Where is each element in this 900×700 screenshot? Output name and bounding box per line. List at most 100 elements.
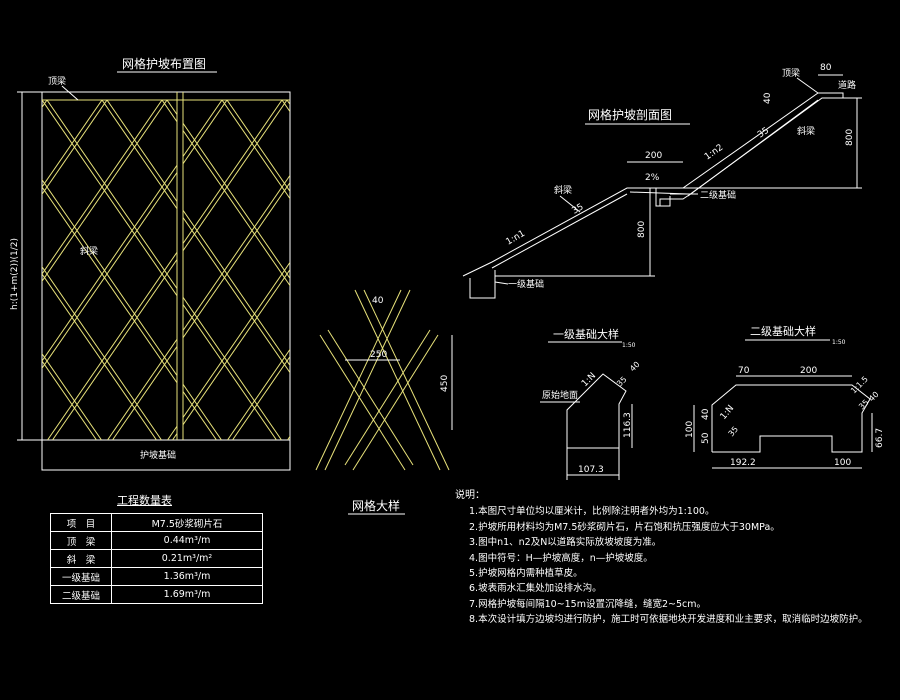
lattice-beam [647,100,881,440]
section-dim-40: 40 [763,92,773,104]
note-line: 4.图中符号：H—护坡高度，n—护坡坡度。 [469,552,653,564]
base2-dim-100-left: 100 [685,421,695,438]
table-cell-value: 1.36m³/m [111,567,263,586]
section-upper-slope-inner [687,99,819,197]
section-title: 网格护坡剖面图 [588,107,672,122]
lattice-beam [587,100,821,440]
layout-plan-title: 网格护坡布置图 [122,56,206,71]
table-cell-value: 1.69m³/m [111,585,263,604]
grid-beam-2a [324,289,411,471]
lattice-beam [42,100,48,109]
section-second-base [655,188,671,207]
lattice-beam [42,100,103,188]
lattice-beam [473,100,707,440]
section-leader-first-base [494,281,509,285]
base2-detail: 二级基础大样 1:50 70 200 1:N 35 100 40 50 1:1.… [685,324,885,469]
lattice-beam [882,100,900,440]
table-cell-item: 一级基础 [50,567,112,586]
lattice-beam [293,100,527,440]
lattice-beam [342,100,576,440]
grid-beam-3b [327,329,414,466]
lattice-beam [183,383,222,440]
notes-heading: 说明： [455,490,485,501]
lattice-beam [183,216,290,374]
grid-detail: 250 40 450 网格大样 [315,289,453,515]
lattice-beam [42,273,157,440]
lattice-beam [767,100,900,440]
grid-beam-2b [315,289,402,471]
lattice-beam [827,100,900,440]
note-line: 7.网格护坡每间隔10~15m设置沉降缝，缝宽2~5cm。 [469,598,706,610]
base2-slope-2: 1:1.5 [849,375,870,396]
lattice-beam [183,100,283,245]
section-label-second-base: 二级基础 [700,189,736,201]
lattice-beam [353,100,587,440]
table-header-row: 项 目 M7.5砂浆砌片石 [50,513,263,532]
section-label-inclined-2: 斜梁 [797,125,815,137]
lattice-beam [183,100,288,252]
lattice-beam [468,100,702,440]
grid-beam-1a [354,289,441,471]
lattice-beam [281,100,290,113]
section-drawing: 网格护坡剖面图 80 道路 顶梁 40 800 斜梁 1:n2 35 200 2… [462,63,862,299]
lattice-beam [47,251,177,440]
lattice-beam [293,100,527,440]
base2-dim-66: 66.7 [875,428,885,448]
lattice-beam [42,164,177,362]
note-line: 2.护坡所用材料均为M7.5砂浆砌片石，片石饱和抗压强度应大于30MPa。 [469,521,780,533]
lattice-beam [467,100,701,440]
table-cell-item: 顶 梁 [50,531,112,550]
section-lower-slope-inner [491,193,628,269]
lattice-beam [0,100,41,440]
lattice-beam [833,100,900,440]
lattice-beam [348,100,582,440]
lattice-beam [768,100,900,440]
section-dim-80: 80 [820,63,832,73]
section-dim-800-bottom: 800 [637,221,647,238]
table-header-material: M7.5砂浆砌片石 [111,513,263,532]
note-line: 8.本次设计填方边坡均进行防护，施工时可依据地块开发进度和业主要求，取消临时边坡… [469,614,868,626]
base2-title: 二级基础大样 [750,324,816,338]
lattice-beam [713,100,900,440]
lattice-beam [106,100,177,203]
table-header-item: 项 目 [50,513,112,532]
base1-dim-40: 40 [628,360,642,374]
lattice-beam [773,100,900,440]
lattice-beam [582,100,816,440]
base1-label-ground: 原始地面 [542,389,578,401]
grid-beam-3a [319,334,406,471]
lattice-beam [587,100,821,440]
table-cell-item: 斜 梁 [50,549,112,568]
lattice-beam [42,100,168,283]
note-line: 6.坡表雨水汇集处加设排水沟。 [469,583,602,595]
grid-beam-4a [352,334,439,471]
lattice-beam [888,100,900,440]
base1-scale: 1:50 [622,342,636,349]
grid-dim-450: 450 [440,375,450,392]
lattice-beam [0,100,42,440]
plan-label-inclined-beam: 斜梁 [80,245,98,257]
lattice-beam [887,100,900,440]
layout-plan: 网格护坡布置图 顶梁 斜梁 护坡基础 h:(1+m(2))(1/2) [0,56,900,471]
lattice-beam [473,100,707,440]
base1-detail: 一级基础大样 1:50 原始地面 1:N 35 40 116.3 107.3 [540,327,642,480]
lattice-beam [282,100,516,440]
plan-leader-top-beam [61,85,79,101]
table-row: 一级基础 1.36m³/m [50,567,263,586]
lattice-beam [42,186,177,384]
lattice-beam [402,100,636,440]
lattice-beam [0,100,41,440]
table-row: 顶 梁 0.44m³/m [50,531,263,550]
lattice-beam [107,338,177,440]
lattice-beam [183,100,228,165]
lattice-beam [888,100,900,440]
table-cell-value: 0.21m³/m² [111,549,263,568]
table-cell-value: 0.44m³/m [111,531,263,550]
plan-height-label: h:(1+m(2))(1/2) [10,238,20,310]
lattice-beam [42,171,177,370]
base1-dim-116: 116.3 [623,412,633,438]
lattice-beam [642,100,876,440]
lattice-beam [183,174,290,332]
plan-lattice [0,100,900,440]
